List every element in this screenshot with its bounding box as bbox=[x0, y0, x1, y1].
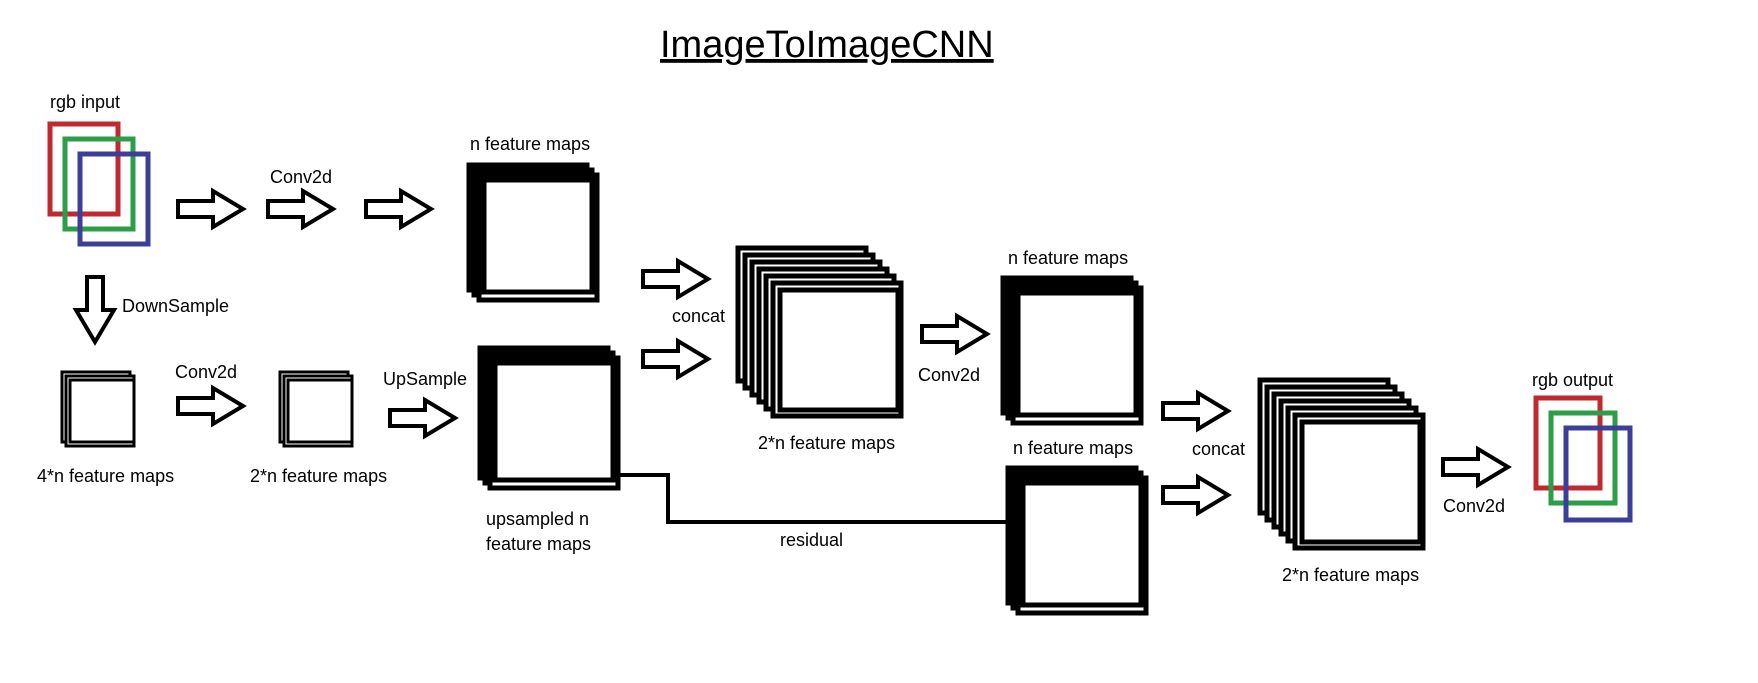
arrow-right-icon bbox=[1441, 445, 1512, 489]
upsampled-label-line2: feature maps bbox=[486, 534, 591, 554]
n-feature-maps-residual-stack bbox=[1005, 465, 1149, 616]
arrow-right-icon bbox=[266, 187, 337, 231]
upsampled-label-line1: upsampled n bbox=[486, 509, 589, 529]
arrow-right-icon bbox=[641, 337, 712, 381]
conv2d-bottom-label: Conv2d bbox=[175, 362, 237, 382]
rgb-output-label: rgb output bbox=[1532, 370, 1613, 390]
conv2d-mid-label: Conv2d bbox=[918, 365, 980, 385]
two-n-feature-maps-right-stack bbox=[1257, 377, 1426, 551]
arrow-right-icon bbox=[920, 312, 991, 356]
n-feature-maps-mid-stack bbox=[1000, 275, 1144, 426]
n-feature-maps-residual-label: n feature maps bbox=[1013, 438, 1133, 458]
arrow-right-icon bbox=[176, 384, 247, 428]
rgb-output-stack bbox=[1533, 395, 1633, 523]
arrow-right-icon bbox=[1161, 389, 1232, 433]
rgb-output-green-channel bbox=[1548, 410, 1618, 506]
rgb-input-stack bbox=[47, 121, 151, 247]
arrow-right-icon bbox=[176, 187, 247, 231]
rgb-input-green-channel bbox=[62, 136, 136, 232]
rgb-input-blue-channel bbox=[77, 151, 151, 247]
four-n-feature-maps-label: 4*n feature maps bbox=[37, 466, 174, 486]
two-n-feature-maps-mid-stack bbox=[735, 245, 904, 419]
concat-2-label: concat bbox=[1192, 439, 1245, 459]
conv2d-top-label: Conv2d bbox=[270, 167, 332, 187]
two-n-feature-maps-small-label: 2*n feature maps bbox=[250, 466, 387, 486]
arrow-right-icon bbox=[388, 396, 459, 440]
arrow-right-icon bbox=[1161, 473, 1232, 517]
two-n-feature-maps-right-label: 2*n feature maps bbox=[1282, 565, 1419, 585]
conv2d-right-label: Conv2d bbox=[1443, 496, 1505, 516]
rgb-input-label: rgb input bbox=[50, 92, 120, 112]
rgb-input-red-channel bbox=[47, 121, 121, 217]
two-n-feature-maps-mid-label: 2*n feature maps bbox=[758, 433, 895, 453]
concat-1-label: concat bbox=[672, 306, 725, 326]
two-n-feature-maps-small-stack bbox=[278, 370, 354, 448]
residual-connection-line bbox=[613, 473, 1012, 524]
diagram-title: ImageToImageCNN bbox=[660, 24, 994, 66]
top-arrows bbox=[176, 187, 435, 231]
downsample-label: DownSample bbox=[122, 296, 229, 316]
concat-2-arrows bbox=[1161, 389, 1232, 517]
n-feature-maps-top-label: n feature maps bbox=[470, 134, 590, 154]
n-feature-maps-top-stack bbox=[466, 162, 600, 303]
upsampled-feature-maps-stack bbox=[477, 345, 621, 491]
arrow-down-icon bbox=[72, 275, 118, 346]
concat-1-arrows bbox=[641, 257, 712, 381]
four-n-feature-maps-stack bbox=[60, 370, 136, 448]
arrow-right-icon bbox=[641, 257, 712, 301]
n-feature-maps-mid-label: n feature maps bbox=[1008, 248, 1128, 268]
rgb-output-blue-channel bbox=[1563, 425, 1633, 523]
arrow-right-icon bbox=[364, 187, 435, 231]
residual-label: residual bbox=[780, 530, 843, 550]
upsample-label: UpSample bbox=[383, 369, 467, 389]
